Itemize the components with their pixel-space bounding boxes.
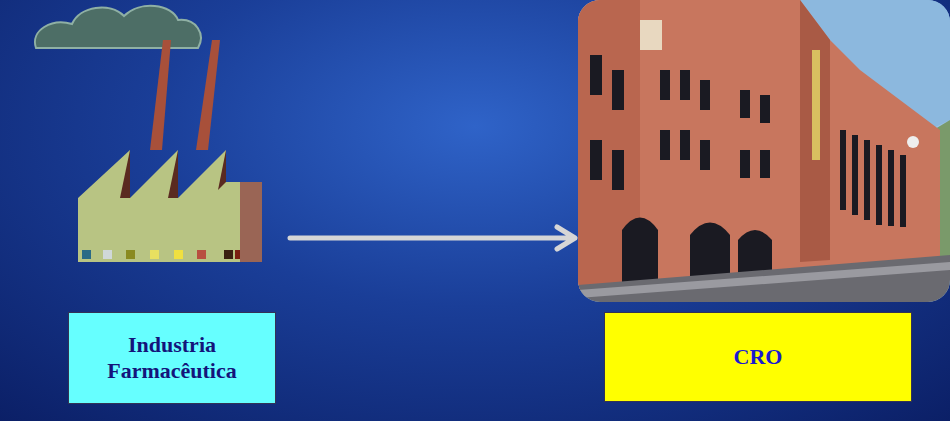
building-picture xyxy=(578,0,950,302)
factory-windows xyxy=(82,250,240,259)
node-label: CRO xyxy=(734,344,783,370)
arrow-line xyxy=(290,227,575,249)
factory-shade xyxy=(218,150,226,190)
factory-body xyxy=(78,150,240,262)
node-label: Industria Farmacêutica xyxy=(69,332,275,384)
smoke-cloud xyxy=(35,6,201,48)
concept-node: CRO xyxy=(578,0,950,404)
factory-shade xyxy=(120,150,130,198)
label-box: Industria Farmacêutica xyxy=(68,312,276,404)
smokestack xyxy=(196,40,220,150)
label-box: CRO xyxy=(604,312,912,402)
factory-side xyxy=(240,182,262,262)
smokestack xyxy=(150,40,171,150)
concept-node: Industria Farmacêutica xyxy=(68,0,276,404)
factory-shade xyxy=(168,150,178,198)
flow-arrow xyxy=(290,227,575,249)
